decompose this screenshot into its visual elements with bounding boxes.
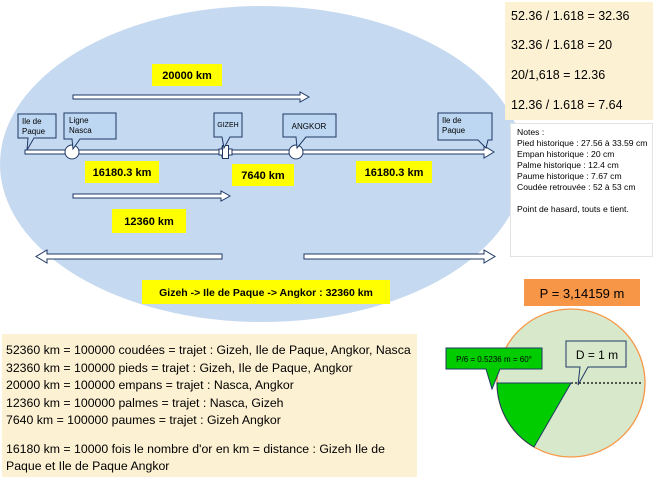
svg-text:Paque: Paque <box>442 126 466 135</box>
summary-line: 52360 km = 100000 coudées = trajet : Giz… <box>6 343 411 357</box>
callout-gizeh: GIZEH <box>213 112 243 150</box>
svg-text:D = 1 m: D = 1 m <box>576 348 618 362</box>
arrow-12360 <box>72 190 232 202</box>
label-middle-segment: 7640 km <box>241 170 285 182</box>
node-angkor <box>288 144 304 160</box>
route-label: Gizeh -> Ile de Paque -> Angkor : 32360 … <box>159 287 373 299</box>
callout-angkor: ANGKOR <box>282 113 337 150</box>
summary-line: 20000 km = 100000 empans = trajet : Nasc… <box>6 378 294 393</box>
arrow-bottom-right <box>303 249 496 264</box>
summary-panel: 52360 km = 100000 coudées = trajet : Giz… <box>2 334 417 477</box>
arrow-20000 <box>72 91 311 103</box>
arrow-bottom-left <box>35 249 223 264</box>
label-left-box <box>85 161 159 183</box>
summary-footer: 16180 km = 10000 fois le nombre d'or en … <box>6 441 385 473</box>
pi-label-box <box>524 279 640 306</box>
route-label-box <box>142 280 390 304</box>
label-20000-box <box>152 64 222 86</box>
callout-slice: P/6 = 0.5236 m = 60° <box>445 347 543 391</box>
callout-ligne-nasca: Ligne Nasca <box>63 112 117 151</box>
node-nasca <box>64 144 80 160</box>
ratios-panel: 52.36 / 1.618 = 32.36 32.36 / 1.618 = 20… <box>505 2 653 120</box>
ratio-line: 12.36 / 1.618 = 7.64 <box>511 98 623 112</box>
callout-ile-de-paque-right: Ile de Paque <box>437 112 493 149</box>
callout-diameter: D = 1 m <box>565 340 627 386</box>
ratio-line: 20/1,618 = 12.36 <box>511 68 606 82</box>
ratio-line: 52.36 / 1.618 = 32.36 <box>511 9 630 23</box>
ratio-line: 32.36 / 1.618 = 20 <box>511 38 613 52</box>
notes-line: Paume historique : 7.67 cm <box>517 171 622 181</box>
summary-line: 32360 km = 100000 pieds = trajet : Gizeh… <box>6 360 353 375</box>
label-middle-box <box>232 164 294 186</box>
label-12360-box <box>112 209 186 233</box>
summary-line: 7640 km = 100000 paumes = trajet : Gizeh… <box>6 413 281 428</box>
summary-line: 12360 km = 100000 palmes = trajet : Nasc… <box>6 395 284 410</box>
pi-label: P = 3,14159 m <box>540 286 625 301</box>
svg-text:Paque: Paque <box>22 127 46 136</box>
label-right-box <box>356 161 432 183</box>
callout-ile-de-paque-left: Ile de Paque <box>17 113 57 151</box>
notes-line: Empan historique : 20 cm <box>517 149 615 159</box>
label-right-segment: 16180.3 km <box>365 167 424 179</box>
label-12360: 12360 km <box>124 216 174 228</box>
svg-text:Ligne: Ligne <box>69 116 89 125</box>
svg-text:ANGKOR: ANGKOR <box>292 122 327 131</box>
notes-line: Coudée retrouvée : 52 à 53 cm <box>517 182 636 192</box>
svg-text:Nasca: Nasca <box>69 126 92 135</box>
svg-text:Ile de: Ile de <box>22 117 42 126</box>
svg-text:GIZEH: GIZEH <box>217 122 238 129</box>
notes-panel: Notes : Pied historique : 27.56 à 33.59 … <box>510 123 653 257</box>
svg-text:Ile de: Ile de <box>442 116 462 125</box>
notes-title: Notes : <box>517 127 545 137</box>
notes-footer: Point de hasard, touts e tient. <box>517 204 629 214</box>
notes-line: Palme historique : 12.4 cm <box>517 160 619 170</box>
svg-text:P/6 = 0.5236 m = 60°: P/6 = 0.5236 m = 60° <box>456 355 532 364</box>
notes-line: Pied historique : 27.56 à 33.59 cm <box>517 138 648 148</box>
label-left-segment: 16180.3 km <box>93 167 152 179</box>
arrow-main-right <box>224 145 495 159</box>
slice-60deg <box>496 382 572 448</box>
label-20000: 20000 km <box>162 70 212 82</box>
